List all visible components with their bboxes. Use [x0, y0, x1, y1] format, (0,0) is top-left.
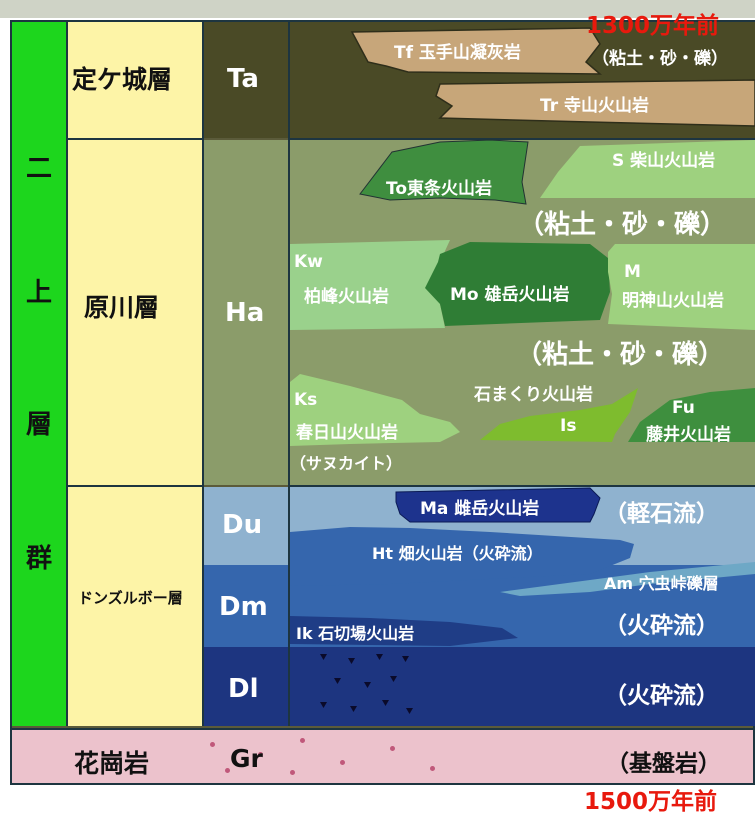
code-cell-ta	[204, 22, 288, 138]
label-ks-code: Ks	[294, 390, 318, 410]
label-m-name: 明神山火山岩	[622, 291, 724, 311]
note-dl-pyro: （火砕流）	[604, 683, 719, 709]
code-cell-dl	[204, 647, 288, 726]
label-is-code: Is	[560, 416, 577, 436]
label-mo: Mo 雄岳火山岩	[450, 285, 570, 305]
code-cell-ha	[204, 140, 288, 485]
label-fu-code: Fu	[672, 398, 695, 418]
formation-column	[68, 22, 204, 726]
label-ma: Ma 雌岳火山岩	[420, 499, 540, 519]
label-ik: Ik 石切場火山岩	[296, 624, 415, 643]
group-char-2: 上	[26, 278, 53, 308]
s-volcanic-body	[540, 140, 755, 198]
formation-granite: 花崗岩	[74, 749, 150, 778]
label-is-name: 石まくり火山岩	[474, 385, 593, 405]
formation-harakawa: 原川層	[84, 293, 160, 322]
ht-volcanic-body	[290, 527, 634, 586]
ik-volcanic-body	[290, 616, 518, 646]
group-column	[12, 22, 68, 726]
note-dm-pyro: （火砕流）	[604, 613, 719, 639]
label-am: Am 穴虫峠礫層	[604, 574, 719, 593]
mo-volcanic-body	[425, 242, 610, 326]
code-ta: Ta	[227, 64, 259, 94]
note-ta-clay: （粘土・砂・礫）	[592, 49, 728, 69]
label-fu-name: 藤井火山岩	[646, 425, 731, 445]
group-char-4: 群	[26, 544, 53, 574]
formation-divider-1	[68, 138, 202, 140]
formation-teikajo: 定ケ城層	[72, 65, 173, 94]
granite-layer	[10, 730, 755, 785]
label-tf: Tf 玉手山凝灰岩	[394, 43, 521, 63]
note-gr-base: （基盤岩）	[606, 751, 721, 777]
time-label-top: 1300万年前	[586, 13, 720, 39]
label-tr: Tr 寺山火山岩	[540, 96, 650, 116]
code-cell-dm	[204, 565, 288, 647]
label-m-code: M	[624, 262, 641, 282]
group-char-3: 層	[26, 410, 53, 440]
label-to: To東条火山岩	[386, 179, 493, 199]
formation-divider-2	[68, 485, 202, 487]
m-volcanic-body	[608, 244, 755, 330]
tr-volcanic-body	[435, 79, 755, 127]
kw-volcanic-body	[290, 240, 460, 330]
granite-divider	[10, 728, 755, 730]
code-du: Du	[222, 510, 263, 540]
tf-tuff-body	[350, 27, 603, 75]
code-dl: Dl	[228, 674, 259, 704]
fu-volcanic-body	[628, 388, 755, 442]
note-ha-clay-2: （粘土・砂・礫）	[516, 340, 725, 370]
note-ha-clay-1: （粘土・砂・礫）	[518, 210, 727, 240]
group-char-1: 二	[26, 154, 53, 184]
label-kw-name: 柏峰火山岩	[304, 287, 389, 307]
label-s: S 柴山火山岩	[612, 151, 716, 171]
code-cell-du	[204, 487, 288, 565]
strata-diagram	[290, 22, 755, 726]
note-du-pumice: （軽石流）	[604, 501, 719, 527]
map-strip	[0, 0, 755, 18]
code-ha: Ha	[225, 298, 265, 328]
label-ks-name: 春日山火山岩	[296, 423, 398, 443]
label-ks-note: （サヌカイト）	[290, 454, 403, 473]
label-kw-code: Kw	[294, 252, 323, 272]
code-dm: Dm	[219, 592, 268, 622]
code-column-border	[288, 22, 290, 726]
to-volcanic-body	[359, 139, 529, 205]
formation-donzurubo: ドンズルボー層	[78, 589, 183, 607]
code-gr: Gr	[230, 744, 263, 773]
ma-volcanic-body	[395, 487, 601, 523]
is-volcanic-body	[480, 388, 638, 442]
label-ht: Ht 畑火山岩（火砕流）	[372, 544, 543, 563]
ks-volcanic-body	[290, 374, 460, 446]
am-gravel-body	[500, 562, 755, 596]
